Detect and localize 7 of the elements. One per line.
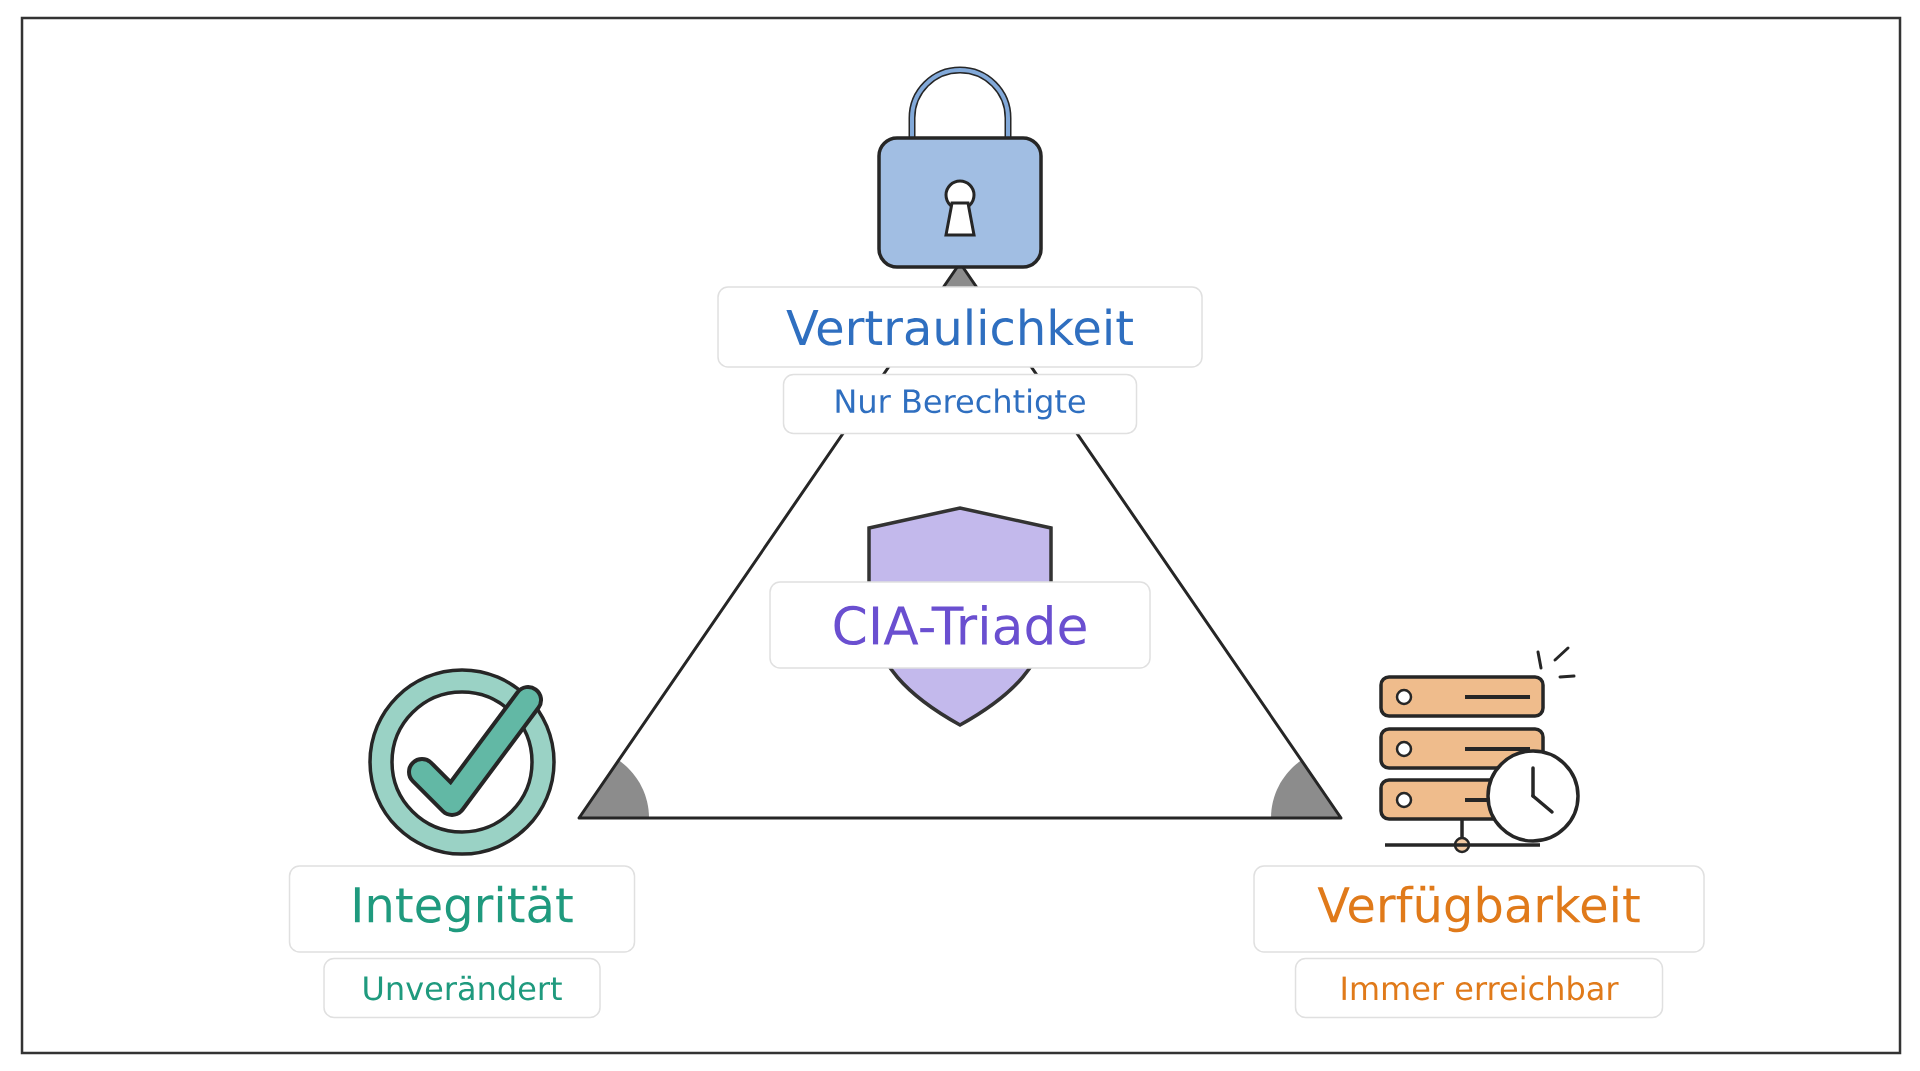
heading-box: Integrität — [288, 865, 636, 953]
subtitle-box: Immer erreichbar — [1294, 957, 1664, 1019]
heading-box: Verfügbarkeit — [1253, 865, 1705, 953]
subtitle-box: Unverändert — [323, 957, 601, 1019]
heading-box: Vertraulichkeit — [717, 286, 1203, 368]
heading-box: CIA-Triade — [769, 581, 1151, 669]
subtitle-box: Nur Berechtigte — [782, 373, 1138, 435]
